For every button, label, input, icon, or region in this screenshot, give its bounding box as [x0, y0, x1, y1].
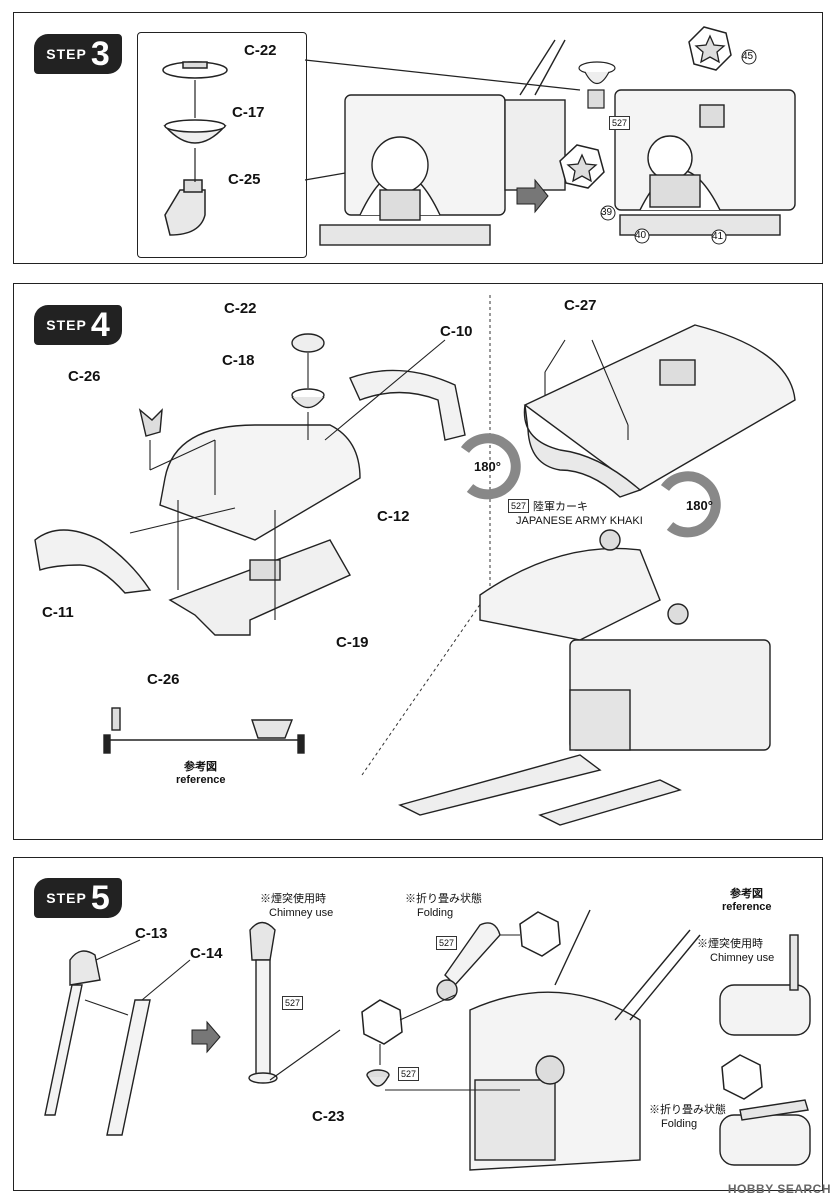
folding-pipe [444, 922, 501, 987]
step3-badge: STEP 3 [34, 34, 122, 74]
part-c27: C-27 [564, 297, 597, 314]
decal-41: 41 [712, 231, 724, 242]
paint-name-en: JAPANESE ARMY KHAKI [516, 515, 643, 527]
plate-c10 [349, 369, 466, 441]
ref-model-folding [719, 1114, 811, 1166]
part-c13: C-13 [135, 925, 168, 942]
part-c26: C-26 [68, 368, 101, 385]
rotate-arrow-1 [460, 433, 521, 500]
paint-name-jp: 陸軍カーキ [533, 501, 588, 513]
chimney-use-en: Chimney use [269, 907, 334, 919]
bracket-c26 [138, 408, 163, 437]
rotate-180-label-1: 180° [474, 459, 501, 474]
decal-39: 39 [601, 207, 613, 218]
ref-chimney-en: Chimney use [710, 952, 775, 964]
ref-chimney-jp: ※煙突使用時 [697, 938, 763, 950]
part-c18: C-18 [222, 352, 255, 369]
step-number: 3 [90, 35, 110, 73]
folding-jp: ※折り畳み状態 [405, 893, 482, 905]
chimney-use-jp: ※煙突使用時 [260, 893, 326, 905]
step5-panel [13, 857, 823, 1191]
tank-c27 [523, 324, 796, 491]
part-c22: C-22 [224, 300, 257, 317]
step3-illustration [162, 26, 796, 246]
rotate-180-label-2: 180° [686, 498, 713, 513]
chimney-pipe [249, 921, 276, 961]
step5-badge: STEP 5 [34, 878, 122, 918]
paint-code-badge: 527 [609, 116, 631, 130]
ref-folding-en: Folding [661, 1118, 698, 1130]
next-arrow [516, 178, 549, 214]
part-c25: C-25 [228, 171, 261, 188]
next-arrow [191, 1020, 221, 1054]
swap-hex-3 [721, 1054, 763, 1100]
arm-c13 [69, 950, 101, 986]
reference-en: reference [722, 901, 772, 913]
step-word: STEP [46, 890, 87, 906]
paint-code-badge: 527 [282, 996, 304, 1010]
step-number: 5 [90, 879, 110, 917]
watermark: HOBBY SEARCH [727, 1182, 831, 1196]
step4-illustration [34, 295, 796, 826]
folding-en: Folding [417, 907, 454, 919]
swap-hex-1 [361, 999, 403, 1045]
part-c19: C-19 [336, 634, 369, 651]
reference-jp: 参考図 [730, 888, 763, 900]
decal-40: 40 [635, 230, 647, 241]
step4-badge: STEP 4 [34, 305, 122, 345]
base-c19 [168, 539, 351, 636]
rotate-arrow-2 [660, 471, 721, 538]
paint-code-badge: 527 [436, 936, 458, 950]
paint-code-badge: 527 [508, 499, 530, 513]
reference-en: reference [176, 774, 226, 786]
part-c17: C-17 [232, 104, 265, 121]
assembled-tank [479, 547, 661, 641]
part-c14: C-14 [190, 945, 223, 962]
cover-c12 [159, 424, 361, 541]
swap-hex-2 [519, 911, 561, 957]
part-c12: C-12 [377, 508, 410, 525]
ref-folding-jp: ※折り畳み状態 [649, 1104, 726, 1116]
arm-c14 [106, 999, 151, 1136]
plate-c11 [34, 529, 152, 594]
elbow-part [164, 189, 206, 236]
part-c22: C-22 [244, 42, 277, 59]
paint-code-badge: 527 [398, 1067, 420, 1081]
step-word: STEP [46, 46, 87, 62]
step-word: STEP [46, 317, 87, 333]
part-c11: C-11 [42, 604, 74, 621]
decal-45: 45 [742, 51, 754, 62]
reference-jp: 参考図 [184, 761, 217, 773]
part-c23: C-23 [312, 1108, 345, 1125]
cap-c22 [291, 333, 325, 353]
part-c10: C-10 [440, 323, 473, 340]
step-number: 4 [90, 306, 110, 344]
ref-model-chimney [719, 984, 811, 1036]
part-c26-reference: C-26 [147, 671, 180, 688]
